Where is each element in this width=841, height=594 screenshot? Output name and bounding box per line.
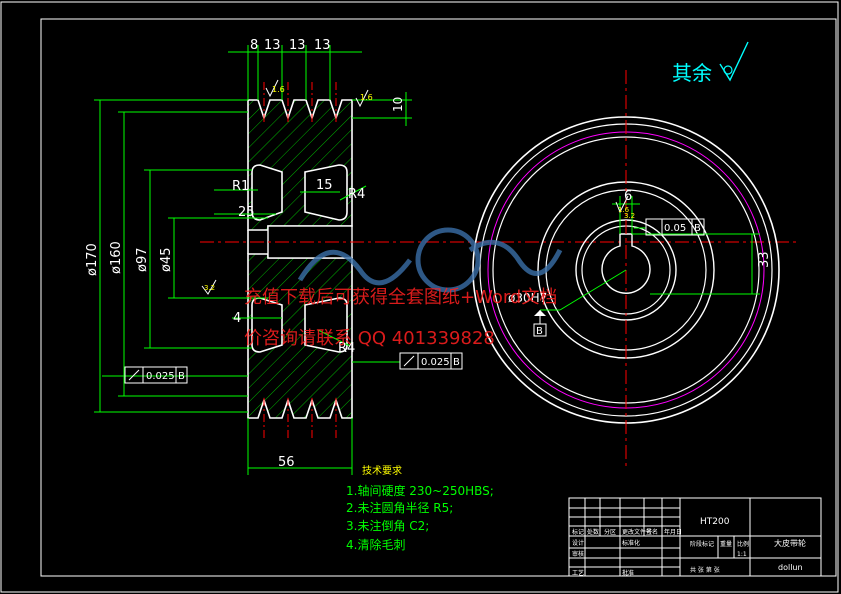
watermark-line-1: 充值下载后可获得全套图纸+Word文档 [244,287,557,308]
datum-b-label: B [536,326,543,337]
roughness-circle-icon [723,65,733,75]
roughness-value-2: 1.6 [360,93,373,102]
tol-right-value: 0.05 [664,223,686,234]
bottom-width-dim [247,418,353,475]
diameter-dims [94,99,268,413]
tb-c2: 重量 [720,540,732,548]
tolerance-frame-right: 0.05 B [634,218,705,236]
roughness-symbol-icon [719,41,749,82]
watermark-line-2: 价咨询请联系 QQ 401339828 [244,328,495,349]
roughness-marks-rim [265,79,369,108]
roughness-value-4: 1.6 [618,206,630,214]
tb-part-name: 大皮带轮 [774,538,806,548]
dim-width-15: 15 [316,178,333,193]
tb-r1: 设计 [572,539,584,547]
dim-width-8: 8 [250,38,258,53]
dim-dia-45: ø45 [159,248,174,273]
tb-c1: 阶段标记 [690,540,714,548]
dim-width-56: 56 [278,455,295,470]
dim-keyway-height: 33 [757,251,772,268]
groove-depth-dim [352,92,412,126]
dim-dia-97: ø97 [135,248,150,273]
groove-centerlines [263,82,337,440]
dim-width-13b: 13 [289,38,306,53]
dim-groove-depth: 10 [391,97,405,112]
dim-radius-4b: R4 [338,341,355,356]
technical-notes: 技术要求 1.轴间硬度 230~250HBS; 2.未注圆角半径 R5; 3.未… [346,464,494,552]
dim-dia-160: ø160 [109,241,124,274]
notes-line-1: 1.轴间硬度 230~250HBS; [346,483,494,498]
lower-recess-right [304,297,348,353]
tb-company: dollun [778,563,803,572]
tol-left-value: 0.025 [146,371,175,382]
tb-appr: 批准 [622,569,634,577]
upper-recess [251,164,283,221]
tb-h6: 年月日 [664,528,682,536]
roughness-note: 其余 [672,61,712,85]
notes-line-3: 3.未注倒角 C2; [346,518,429,533]
tb-r3: 工艺 [572,569,584,577]
dim-radius-4a: R4 [348,187,365,202]
watermark-logo [297,227,563,293]
dim-bore: ø30H7 [508,291,547,305]
section-view: 8 13 13 13 10 1.6 1.6 ø170 [85,38,800,475]
tb-ratio: 1:1 [737,551,747,558]
dim-width-4: 4 [233,311,241,326]
dim-width-13a: 13 [264,38,281,53]
tb-sheet: 共 张 第 张 [690,566,720,574]
top-width-dims [228,45,362,100]
roughness-value-1: 1.6 [272,85,285,94]
notes-title: 技术要求 [362,464,402,477]
tol-right-datum: B [694,223,701,234]
datum-b: B [533,310,547,337]
tolerance-frame-left: 0.025 B [102,366,248,384]
tol-mid-value: 0.025 [421,357,450,368]
lower-recess [251,297,283,353]
tb-h2: 处数 [587,528,599,536]
tol-left-datum: B [178,371,185,382]
tb-std: 标准化 [622,539,640,547]
tolerance-frame-mid: 0.025 B [352,352,463,370]
tb-h5: 签名 [646,528,658,536]
tb-h1: 标记 [572,528,584,536]
dim-width-13c: 13 [314,38,331,53]
dim-width-25: 25 [238,205,255,220]
tol-mid-datum: B [453,357,460,368]
dim-radius-1: R1 [232,179,249,194]
bore-with-keyway [601,233,651,294]
tb-c3: 比例 [737,540,749,548]
keyway-dims [540,196,760,311]
inner-border [40,18,837,577]
dim-dia-170: ø170 [85,243,100,276]
notes-line-4: 4.清除毛刺 [346,537,405,552]
title-block [568,497,822,577]
notes-line-2: 2.未注圆角半径 R5; [346,500,453,515]
roughness-value-3: 3.2 [204,284,215,292]
tb-h4: 更改文件号 [622,528,652,536]
recess-dims [214,185,367,347]
tb-h3: 分区 [604,528,616,536]
front-view: 6 33 ø30H7 B 1.6 3.2 0.05 B [472,70,780,470]
roughness-value-5: 3.2 [624,212,635,220]
roughness-keyway [615,195,629,214]
roughness-marks-side [201,279,217,295]
tb-r2: 审核 [572,550,584,558]
tb-material: HT200 [700,517,730,527]
